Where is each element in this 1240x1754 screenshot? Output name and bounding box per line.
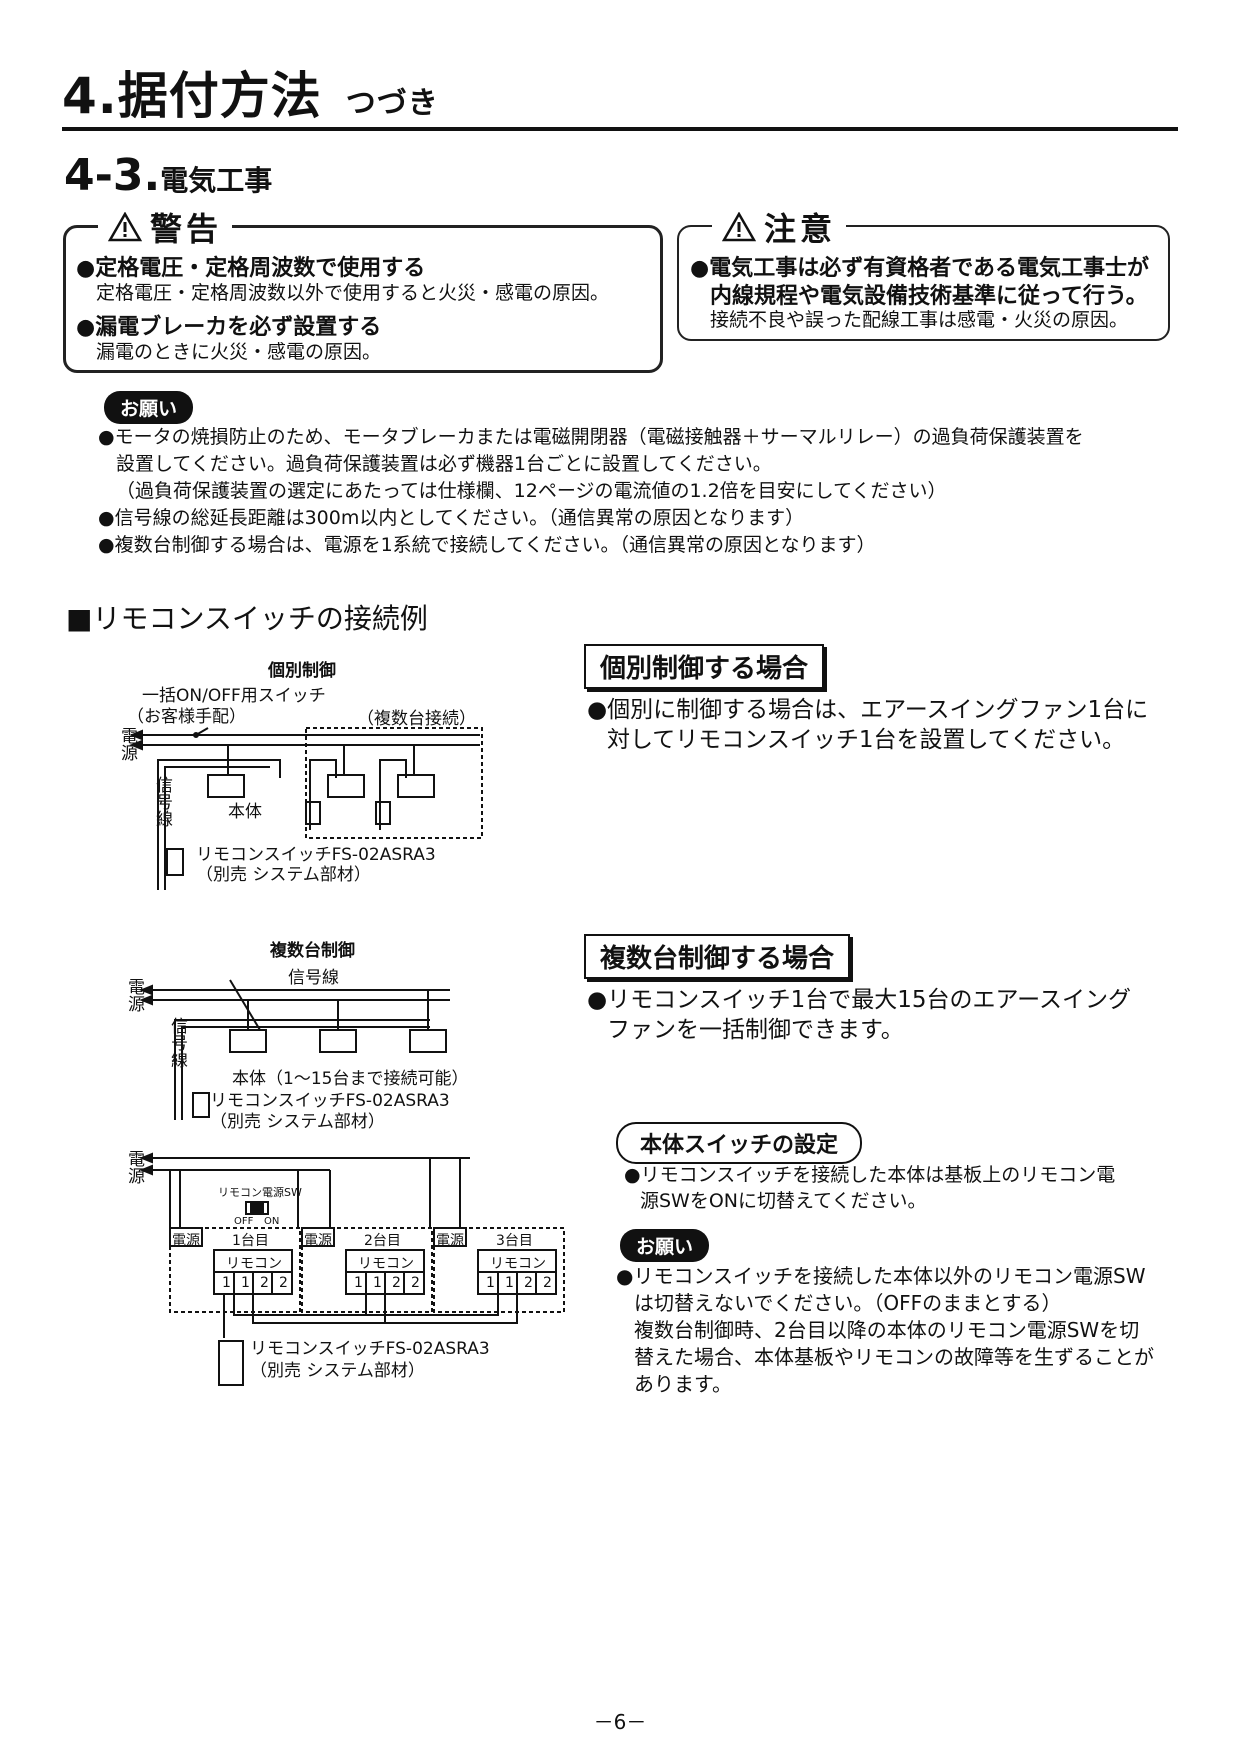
individual-label: 個別制御する場合	[584, 644, 825, 689]
remote-section-title: ■リモコンスイッチの接続例	[66, 602, 428, 635]
diagram1-power: 電源	[117, 727, 137, 761]
diagram2-power: 電源	[124, 978, 144, 1012]
unit2-terminal-3: 2	[392, 1275, 401, 1291]
unit3-remocon: リモコン	[490, 1256, 546, 1272]
multi-line-2: ファンを一括制御できます。	[607, 1017, 904, 1043]
diagram1-remote-label: リモコンスイッチFS-02ASRA3	[196, 845, 436, 865]
diagram1-body: 本体	[228, 802, 262, 822]
diagram3-power: 電源	[124, 1150, 144, 1184]
diagram1-title: 個別制御	[268, 661, 336, 681]
page-subtitle: つづき	[345, 86, 439, 121]
diagram3-remote-note: （別売 システム部材）	[250, 1361, 425, 1381]
warning-note-2: 漏電のときに火災・感電の原因。	[96, 341, 382, 363]
individual-line-1: ●個別に制御する場合は、エアースイングファン1台に	[587, 697, 1149, 723]
warning-title: 警告	[98, 204, 233, 250]
unit3-power: 電源	[436, 1233, 464, 1249]
diagram1-remote-note: （別売 システム部材）	[196, 865, 371, 885]
request2-line-5: あります。	[634, 1372, 732, 1396]
page-number: －6－	[593, 1710, 647, 1734]
request2-line-4: 替えた場合、本体基板やリモコンの故障等を生ずることが	[634, 1345, 1154, 1369]
unit3-terminal-3: 2	[524, 1275, 533, 1291]
diagram1-signal: 信号線	[152, 776, 172, 827]
unit2-terminal-4: 2	[411, 1275, 420, 1291]
warning-box	[63, 225, 663, 373]
caution-title-text: 注意	[764, 210, 837, 248]
remote-switch-icon	[192, 1092, 210, 1118]
unit1-terminal-1: 1	[222, 1275, 231, 1291]
request1-line-5: ●複数台制御する場合は、電源を1系統で接続してください。（通信異常の原因となりま…	[98, 534, 876, 556]
unit3-terminal-4: 2	[543, 1275, 552, 1291]
remote-switch-icon	[166, 848, 184, 876]
request1-line-2: 設置してください。過負荷保護装置は必ず機器1台ごとに設置してください。	[116, 453, 772, 475]
caution-note: 接続不良や誤った配線工事は感電・火災の原因。	[710, 309, 1129, 331]
section-heading: 4-3.電気工事	[64, 150, 272, 201]
caution-title: 注意	[712, 204, 847, 250]
diagram3-on: ON	[264, 1216, 280, 1227]
multi-line-1: ●リモコンスイッチ1台で最大15台のエアースイング	[587, 987, 1131, 1013]
diagram2-body: 本体（1〜15台まで接続可能）	[232, 1069, 469, 1089]
diagram2-signal-top: 信号線	[288, 968, 339, 988]
unit2-remocon: リモコン	[358, 1256, 414, 1272]
diagram1-multi-label: （複数台接続）	[357, 709, 476, 729]
request2-line-2: は切替えないでください。（OFFのままとする）	[634, 1291, 1062, 1315]
diagram2-remote-note: （別売 システム部材）	[210, 1112, 385, 1132]
section-title: 電気工事	[160, 164, 273, 197]
caution-line-2: 内線規程や電気設備技術基準に従って行う。	[710, 284, 1148, 309]
request-pill-1: お願い	[104, 391, 194, 424]
section-number: 4-3.	[64, 150, 161, 201]
warning-title-text: 警告	[150, 210, 223, 248]
warning-item-2: ●漏電ブレーカを必ず設置する	[76, 315, 382, 340]
diagram3-off: OFF	[234, 1216, 254, 1227]
request2-line-3: 複数台制御時、2台目以降の本体のリモコン電源SWを切	[634, 1318, 1140, 1342]
diagram3-remote-label: リモコンスイッチFS-02ASRA3	[250, 1339, 490, 1359]
request2-line-1: ●リモコンスイッチを接続した本体以外のリモコン電源SW	[616, 1264, 1146, 1288]
unit2-power: 電源	[304, 1233, 332, 1249]
diagram2-remote-label: リモコンスイッチFS-02ASRA3	[210, 1091, 450, 1111]
switch-setting-line-2: 源SWをONに切替えてください。	[640, 1190, 927, 1212]
unit3-terminal-1: 1	[486, 1275, 495, 1291]
switch-setting-label: 本体スイッチの設定	[616, 1122, 863, 1164]
diagram1-switch-note: （お客様手配）	[127, 707, 246, 727]
diagram-individual	[129, 727, 483, 890]
caution-line-1: ●電気工事は必ず有資格者である電気工事士が	[690, 256, 1149, 281]
unit2-label: 2台目	[364, 1233, 401, 1249]
individual-line-2: 対してリモコンスイッチ1台を設置してください。	[607, 727, 1126, 753]
unit3-label: 3台目	[496, 1233, 533, 1249]
request-pill-2: お願い	[620, 1229, 710, 1262]
diagram2-signal: 信号線	[167, 1017, 187, 1068]
diagram3-sw-label: リモコン電源SW	[218, 1186, 302, 1199]
multi-label: 複数台制御する場合	[584, 934, 851, 979]
diagram-multi	[139, 979, 450, 1120]
header-rule	[62, 127, 1178, 131]
diagram2-title: 複数台制御	[270, 941, 355, 961]
unit3-terminal-2: 1	[505, 1275, 514, 1291]
caution-icon	[722, 212, 756, 242]
page-header: 4.据付方法つづき	[62, 56, 439, 128]
warning-item-1: ●定格電圧・定格周波数で使用する	[76, 256, 426, 281]
unit1-terminal-4: 2	[279, 1275, 288, 1291]
request1-line-1: ●モータの焼損防止のため、モータブレーカまたは電磁開閉器（電磁接触器＋サーマルリ…	[98, 426, 1084, 448]
unit1-power: 電源	[172, 1233, 200, 1249]
request1-line-4: ●信号線の総延長距離は300m以内としてください。（通信異常の原因となります）	[98, 507, 805, 529]
unit1-remocon: リモコン	[226, 1256, 282, 1272]
unit2-terminal-1: 1	[354, 1275, 363, 1291]
request1-line-3: （過負荷保護装置の選定にあたっては仕様欄、12ページの電流値の1.2倍を目安にし…	[116, 480, 947, 502]
unit1-terminal-3: 2	[260, 1275, 269, 1291]
page-title: 4.据付方法	[62, 67, 322, 125]
diagram-wiring	[139, 1152, 565, 1338]
unit1-label: 1台目	[232, 1233, 269, 1249]
warning-icon	[108, 212, 142, 242]
warning-note-1: 定格電圧・定格周波数以外で使用すると火災・感電の原因。	[96, 282, 610, 304]
remote-switch-icon	[218, 1340, 244, 1386]
switch-setting-line-1: ●リモコンスイッチを接続した本体は基板上のリモコン電	[624, 1164, 1116, 1186]
diagram1-switch-label: 一括ON/OFF用スイッチ	[142, 686, 326, 706]
caution-box	[677, 225, 1170, 341]
unit1-terminal-2: 1	[241, 1275, 250, 1291]
unit2-terminal-2: 1	[373, 1275, 382, 1291]
